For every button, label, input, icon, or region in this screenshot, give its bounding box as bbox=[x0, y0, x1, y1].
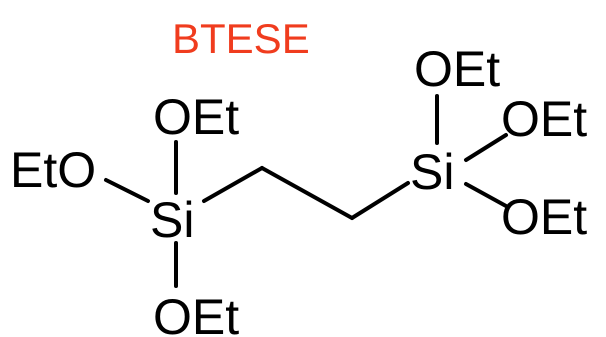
atom-si-right: Si bbox=[410, 144, 454, 200]
atom-oet-right-lower: OEt bbox=[501, 189, 587, 245]
bond-si-right-oet-upper bbox=[464, 133, 508, 162]
atom-oet-right-top: OEt bbox=[414, 41, 500, 97]
bond-ch2-si-right bbox=[350, 181, 410, 220]
atom-oet-left-top: OEt bbox=[153, 89, 239, 145]
atom-labels: Si OEt EtO OEt Si OEt OEt OEt bbox=[10, 41, 587, 337]
bond-lines bbox=[104, 94, 508, 288]
bond-si-right-oet-lower bbox=[464, 182, 508, 208]
atom-oet-left-bottom: OEt bbox=[153, 289, 239, 337]
bond-si-left-eto bbox=[104, 178, 150, 203]
atom-si-left: Si bbox=[150, 192, 194, 248]
bond-ch2-ch2 bbox=[260, 166, 354, 220]
atom-oet-right-upper: OEt bbox=[501, 91, 587, 147]
atom-eto-left-side: EtO bbox=[10, 142, 96, 198]
molecule-title: BTESE bbox=[172, 15, 310, 62]
bond-si-left-ch2 bbox=[202, 166, 264, 203]
